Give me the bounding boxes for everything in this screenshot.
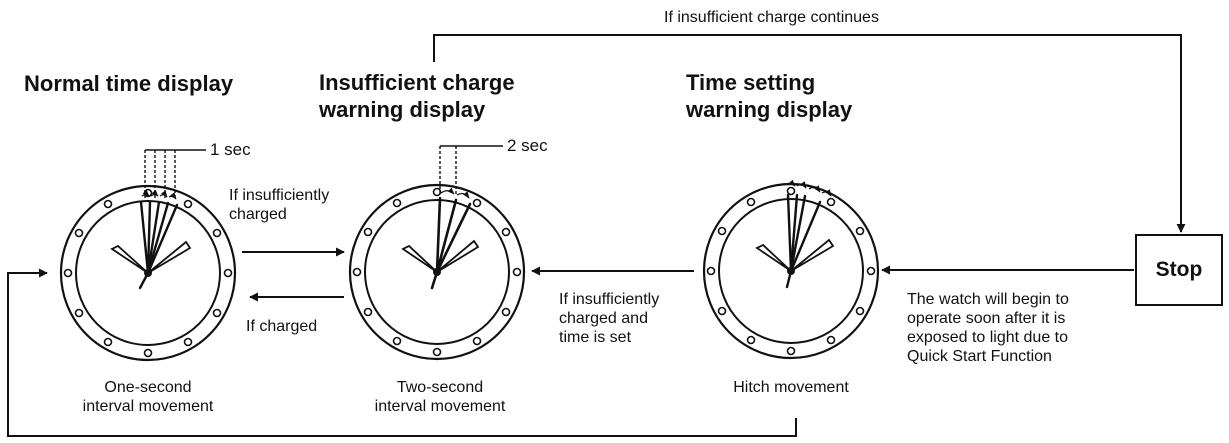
- watch-bezel: [59, 184, 237, 362]
- label-if-charged: If charged: [246, 318, 318, 335]
- second-hand-fan: [785, 193, 822, 289]
- two-sec-leader: [439, 145, 503, 194]
- label-if-insufficiently-charged-time-set: If insufficiently charged and time is se…: [559, 291, 660, 346]
- heading-normal-time-display: Normal time display: [24, 71, 234, 96]
- arrows: [7, 34, 1186, 437]
- fan-tick-arrows: [141, 189, 177, 200]
- stop-box: Stop: [1135, 234, 1223, 306]
- arrow-insufficient-continues: [433, 34, 1186, 233]
- label-quick-start-note: The watch will begin to operate soon aft…: [907, 291, 1069, 365]
- heading-insufficient-line1: Insufficient charge: [319, 70, 515, 95]
- heading-time-setting-line2: warning display: [686, 97, 853, 122]
- label-if-insufficiently-charged: If insufficiently charged: [229, 187, 330, 223]
- hour-hand: [755, 243, 792, 272]
- minute-hand: [790, 238, 835, 272]
- watch-one-second: [59, 149, 237, 362]
- watch-dial: [75, 200, 221, 346]
- minute-hand: [436, 239, 480, 273]
- caption-hitch: Hitch movement: [733, 379, 849, 396]
- watch-two-second: [348, 145, 526, 361]
- arrow-hitch-to-normal: [7, 268, 797, 437]
- bezel-markers: [63, 188, 233, 358]
- label-if-insufficient-charge-continues: If insufficient charge continues: [664, 9, 879, 26]
- fan-tick-arrows: [440, 187, 470, 199]
- label-one-sec: 1 sec: [210, 140, 251, 159]
- bezel-markers: [706, 186, 876, 356]
- stop-label: Stop: [1155, 258, 1203, 281]
- caption-one-second: One-second interval movement: [82, 379, 214, 415]
- fan-tick-arrows: [785, 179, 832, 197]
- heading-time-setting-line1: Time setting: [686, 70, 816, 95]
- label-two-sec: 2 sec: [507, 136, 548, 155]
- heading-insufficient-line2: warning display: [319, 97, 486, 122]
- watch-dial: [718, 198, 864, 344]
- watch-hitch: [702, 179, 880, 360]
- bezel-markers: [352, 187, 522, 357]
- hour-hand: [401, 244, 438, 273]
- caption-two-second: Two-second interval movement: [374, 379, 506, 415]
- watch-dial: [364, 199, 510, 345]
- minute-hand: [147, 240, 192, 274]
- second-hand-fan: [138, 200, 179, 290]
- hour-hand: [110, 244, 149, 274]
- watch-bezel: [348, 183, 526, 361]
- one-sec-leader: [144, 149, 206, 198]
